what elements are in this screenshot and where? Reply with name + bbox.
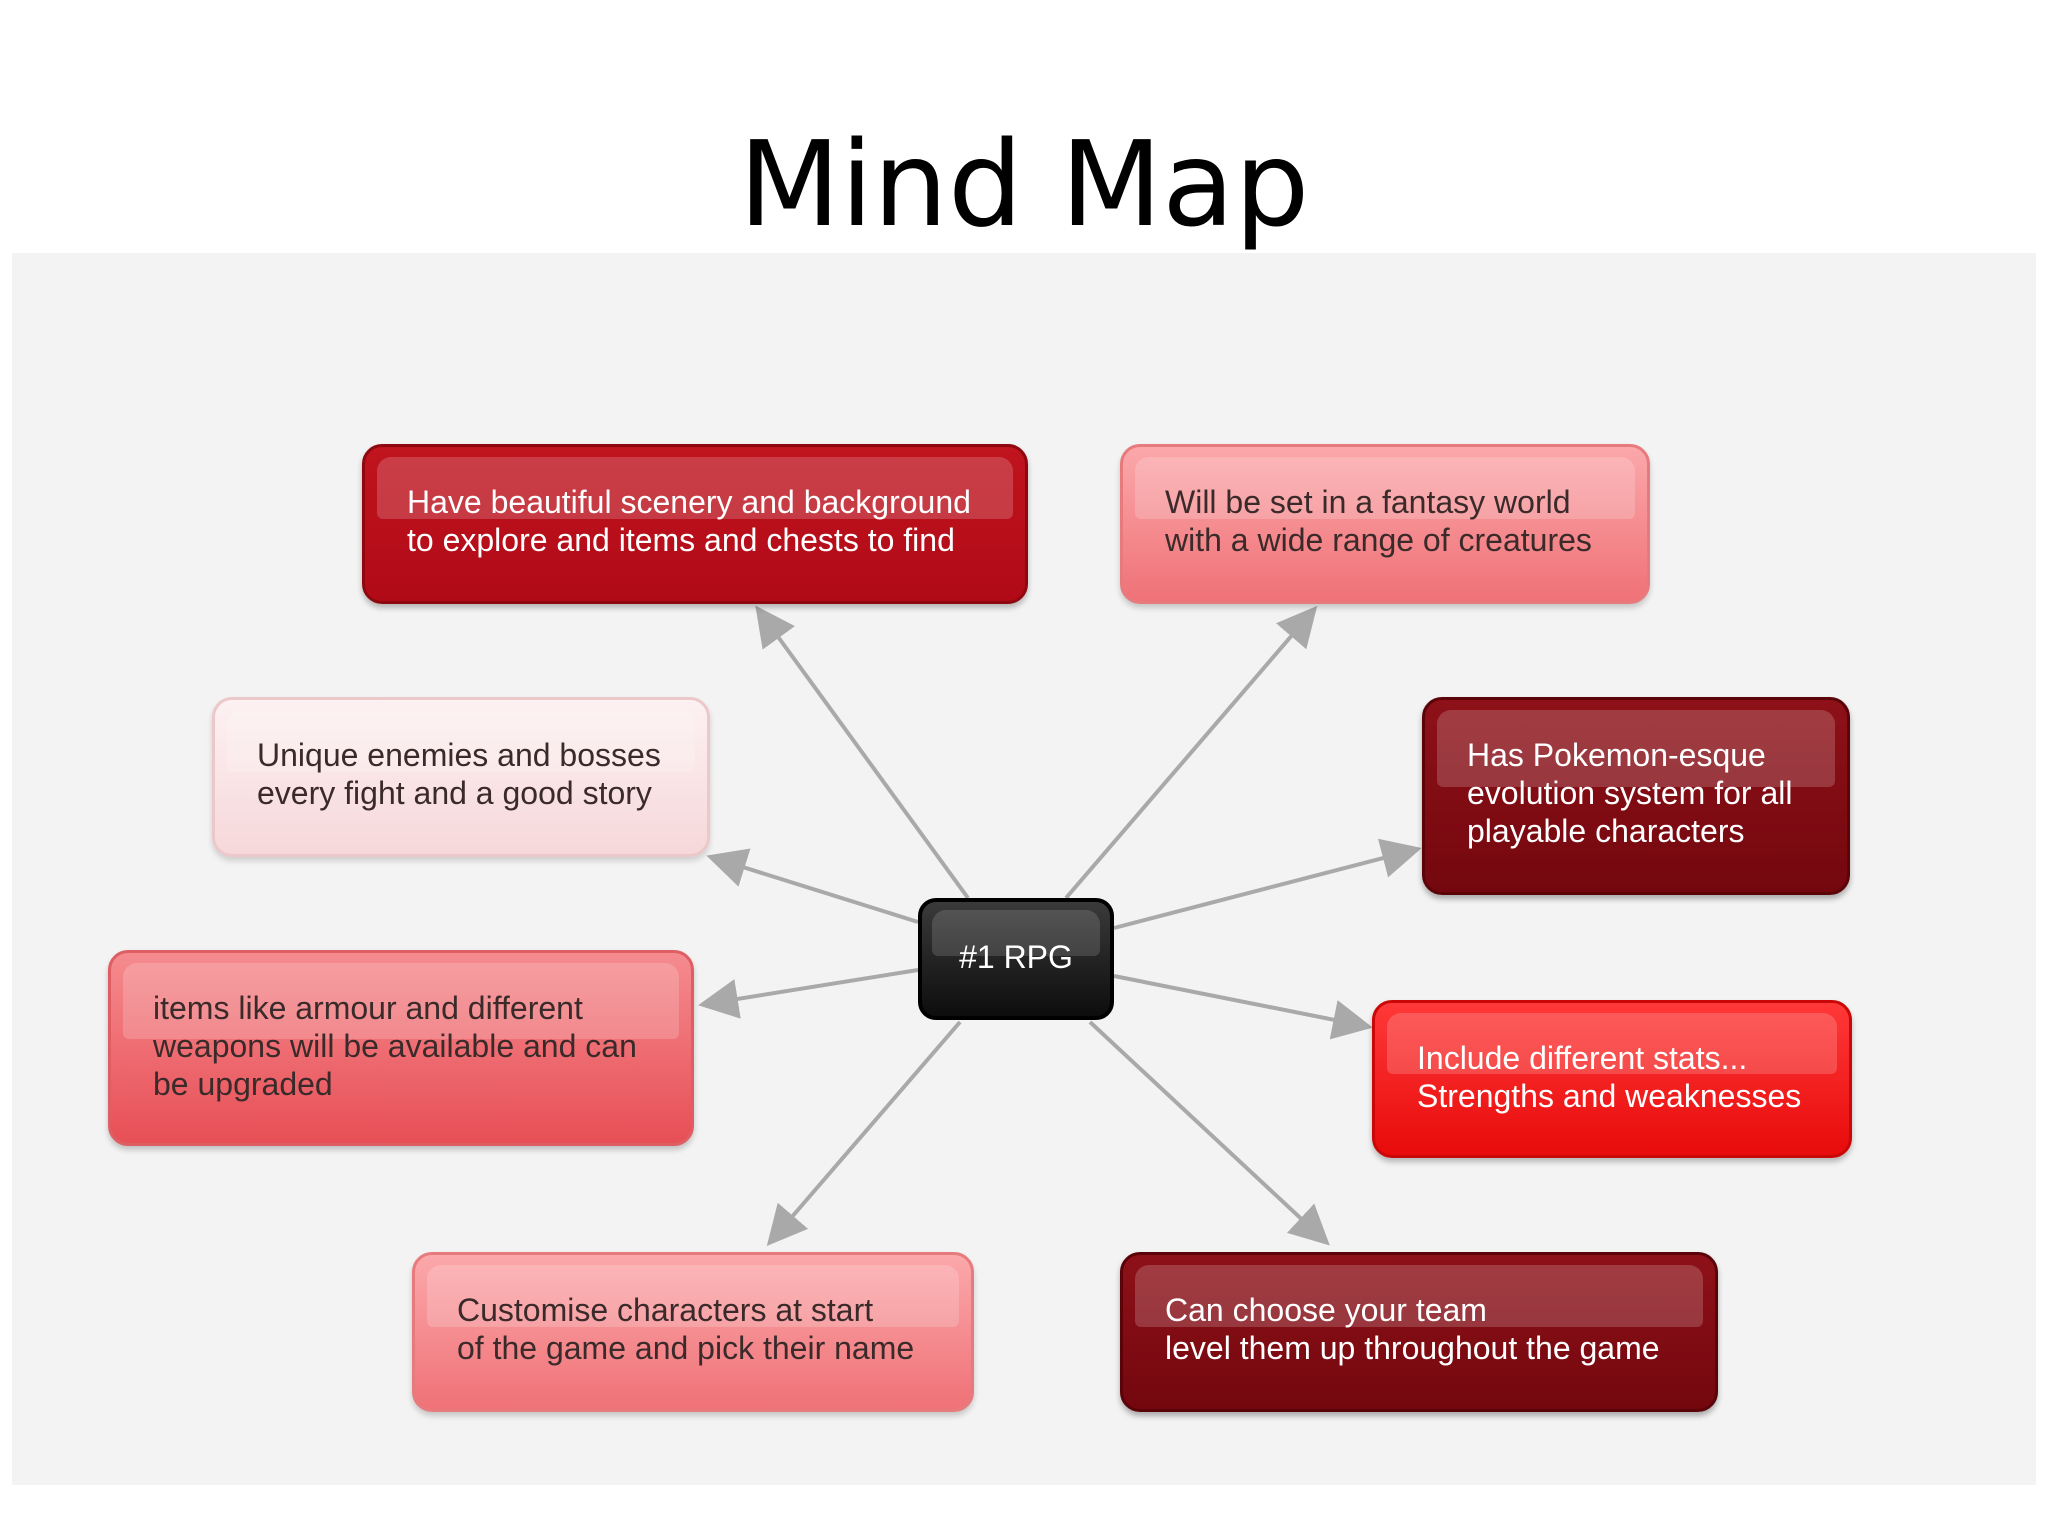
node-text-line: every fight and a good story	[257, 775, 652, 811]
arrow-to-scenery	[755, 605, 970, 900]
node-text-line: Can choose your team	[1165, 1292, 1487, 1328]
arrow-to-items	[698, 968, 919, 1019]
node-enemies: Unique enemies and bosses every fight an…	[212, 697, 710, 857]
page-title: Mind Map	[738, 115, 1310, 253]
node-text-line: Strengths and weaknesses	[1417, 1078, 1802, 1114]
node-text-line: Include different stats...	[1417, 1040, 1748, 1076]
arrow-to-stats	[1113, 974, 1373, 1040]
arrow-to-fantasy	[1064, 605, 1318, 900]
node-text-line: Have beautiful scenery and background	[407, 484, 971, 520]
node-text-line: evolution system for all	[1467, 775, 1793, 811]
node-text-line: weapons will be available and can	[153, 1028, 637, 1064]
center-label: #1 RPG	[959, 939, 1073, 975]
arrow-to-enemies	[706, 848, 919, 924]
node-customise: Customise characters at start of the gam…	[412, 1252, 974, 1412]
node-text-line: to explore and items and chests to find	[407, 522, 955, 558]
arrow-to-team	[1088, 1020, 1330, 1246]
node-text-line: Unique enemies and bosses	[257, 737, 661, 773]
node-text-line: with a wide range of creatures	[1165, 522, 1592, 558]
node-text-line: be upgraded	[153, 1066, 333, 1102]
node-text-line: playable characters	[1467, 813, 1745, 849]
node-stats: Include different stats... Strengths and…	[1372, 1000, 1852, 1158]
arrow-to-evolution	[1113, 838, 1422, 930]
node-fantasy: Will be set in a fantasy world with a wi…	[1120, 444, 1650, 604]
node-text-line: Customise characters at start	[457, 1292, 874, 1328]
node-text-line: Has Pokemon-esque	[1467, 737, 1766, 773]
node-center: #1 RPG	[918, 898, 1114, 1020]
node-text-line: level them up throughout the game	[1165, 1330, 1660, 1366]
node-team: Can choose your team level them up throu…	[1120, 1252, 1718, 1412]
node-scenery: Have beautiful scenery and background to…	[362, 444, 1028, 604]
arrow-to-customise	[766, 1020, 962, 1247]
node-evolution: Has Pokemon-esque evolution system for a…	[1422, 697, 1850, 895]
node-items: items like armour and different weapons …	[108, 950, 694, 1146]
node-text-line: Will be set in a fantasy world	[1165, 484, 1571, 520]
node-text-line: of the game and pick their name	[457, 1330, 915, 1366]
node-text-line: items like armour and different	[153, 990, 583, 1026]
